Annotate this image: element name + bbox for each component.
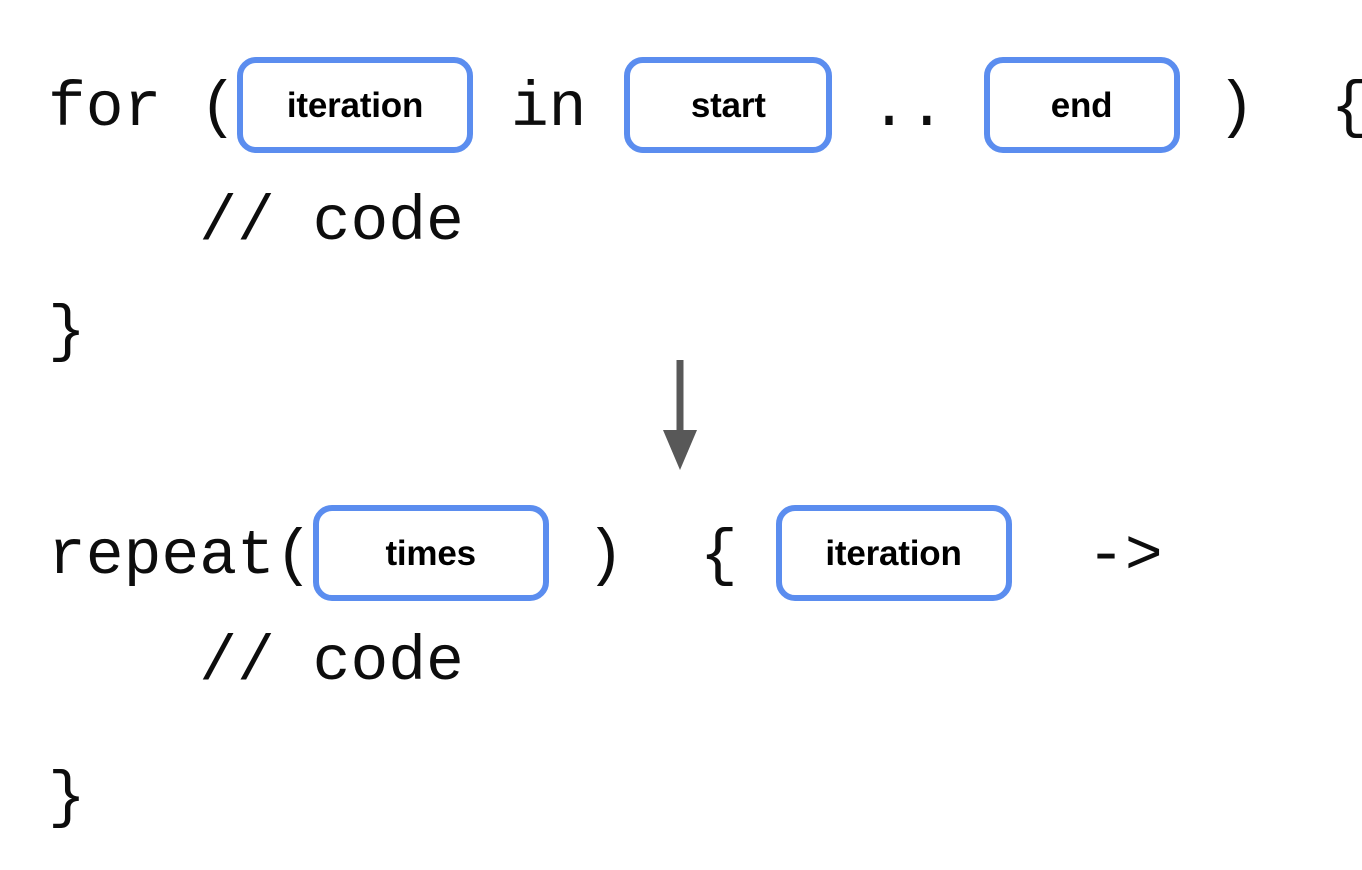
chip-lambda-parameter[interactable]: iteration bbox=[775, 505, 1012, 601]
chip-range-start[interactable]: start bbox=[624, 57, 833, 153]
code-line-repeat-close: } bbox=[48, 762, 86, 834]
comment-code-1: // code bbox=[48, 186, 464, 258]
keyword-for: for ( bbox=[48, 72, 238, 144]
chip-loop-variable[interactable]: iteration bbox=[237, 57, 474, 153]
for-header-tail: ) { bbox=[1179, 72, 1362, 144]
code-line-repeat-body: // code bbox=[48, 626, 464, 698]
code-line-for-header: for ( iteration in start .. end ) { bbox=[48, 57, 1362, 158]
code-line-for-close: } bbox=[48, 296, 86, 368]
closing-brace-1: } bbox=[48, 296, 86, 368]
closing-brace-2: } bbox=[48, 762, 86, 834]
repeat-header-mid: ) { bbox=[548, 520, 776, 592]
lambda-arrow: -> bbox=[1011, 520, 1163, 592]
chip-repeat-count[interactable]: times bbox=[312, 505, 549, 601]
comment-code-2: // code bbox=[48, 626, 464, 698]
chip-range-end[interactable]: end bbox=[983, 57, 1180, 153]
range-operator: .. bbox=[832, 72, 984, 144]
keyword-in: in bbox=[473, 72, 625, 144]
code-line-for-body: // code bbox=[48, 186, 464, 258]
code-line-repeat-header: repeat( times ) { iteration -> bbox=[48, 505, 1163, 606]
keyword-repeat: repeat( bbox=[48, 520, 313, 592]
down-arrow-icon bbox=[663, 360, 697, 470]
